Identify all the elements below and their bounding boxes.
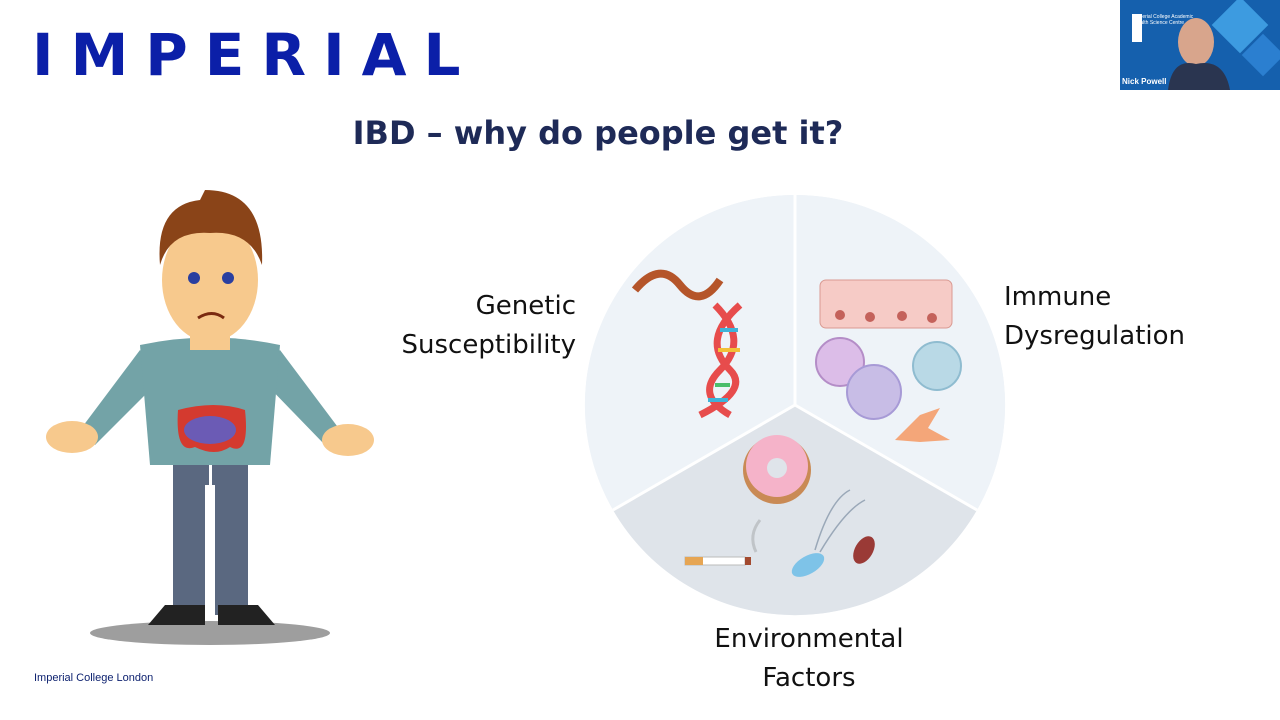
immune-cell-icon: [912, 341, 962, 391]
donut-icon: [743, 435, 811, 504]
person-illustration: [46, 190, 374, 645]
person-left-hand: [46, 421, 98, 453]
label-line: Factors: [762, 663, 856, 693]
label-line: Genetic: [475, 291, 576, 321]
slide-footer: Imperial College London: [34, 672, 154, 684]
slide-title: IBD – why do people get it?: [352, 114, 844, 152]
label-line: Immune: [1004, 282, 1112, 312]
ibd-causes-diagram: [584, 194, 1006, 616]
label-immune-dysregulation: Immune Dysregulation: [1004, 278, 1185, 356]
participant-silhouette: [1178, 18, 1214, 66]
epithelium-icon: [819, 279, 953, 329]
person-shadow: [90, 621, 330, 645]
person-right-shoe: [218, 605, 275, 625]
person-left-leg: [173, 455, 209, 615]
immune-cell-icon: [846, 364, 902, 420]
label-environmental-factors: Environmental Factors: [700, 620, 918, 698]
segment-immune: [795, 194, 1006, 511]
imperial-logo: IMPERIAL: [32, 21, 478, 89]
label-line: Dysregulation: [1004, 321, 1186, 351]
person-head: [162, 218, 258, 342]
label-genetic-susceptibility: Genetic Susceptibility: [402, 287, 577, 365]
person-right-leg: [212, 455, 248, 615]
person-right-arm: [262, 350, 340, 445]
immune-cell-icon: [815, 337, 865, 387]
webcam-badge-text: Imperial College Academic Health Science…: [1134, 14, 1194, 26]
segment-genetic: [584, 194, 795, 511]
person-hair: [159, 190, 263, 265]
webcam-video-tile[interactable]: Imperial College Academic Health Science…: [1120, 0, 1280, 90]
person-left-arm: [80, 350, 160, 445]
bacteria-icon: [791, 489, 875, 577]
person-left-shoe: [148, 605, 205, 625]
participant-name: Nick Powell: [1122, 77, 1167, 86]
dna-icon: [631, 269, 743, 419]
badge-icon: [1132, 14, 1142, 42]
person-right-hand: [322, 424, 374, 456]
person-right-eye: [222, 272, 234, 284]
label-line: Susceptibility: [401, 330, 577, 360]
person-left-eye: [188, 272, 200, 284]
person-mouth: [197, 312, 225, 320]
fibroblast-icon: [895, 408, 950, 442]
cigarette-icon: [684, 519, 762, 566]
webcam-feed: [1120, 0, 1280, 90]
label-line: Environmental: [714, 624, 904, 654]
